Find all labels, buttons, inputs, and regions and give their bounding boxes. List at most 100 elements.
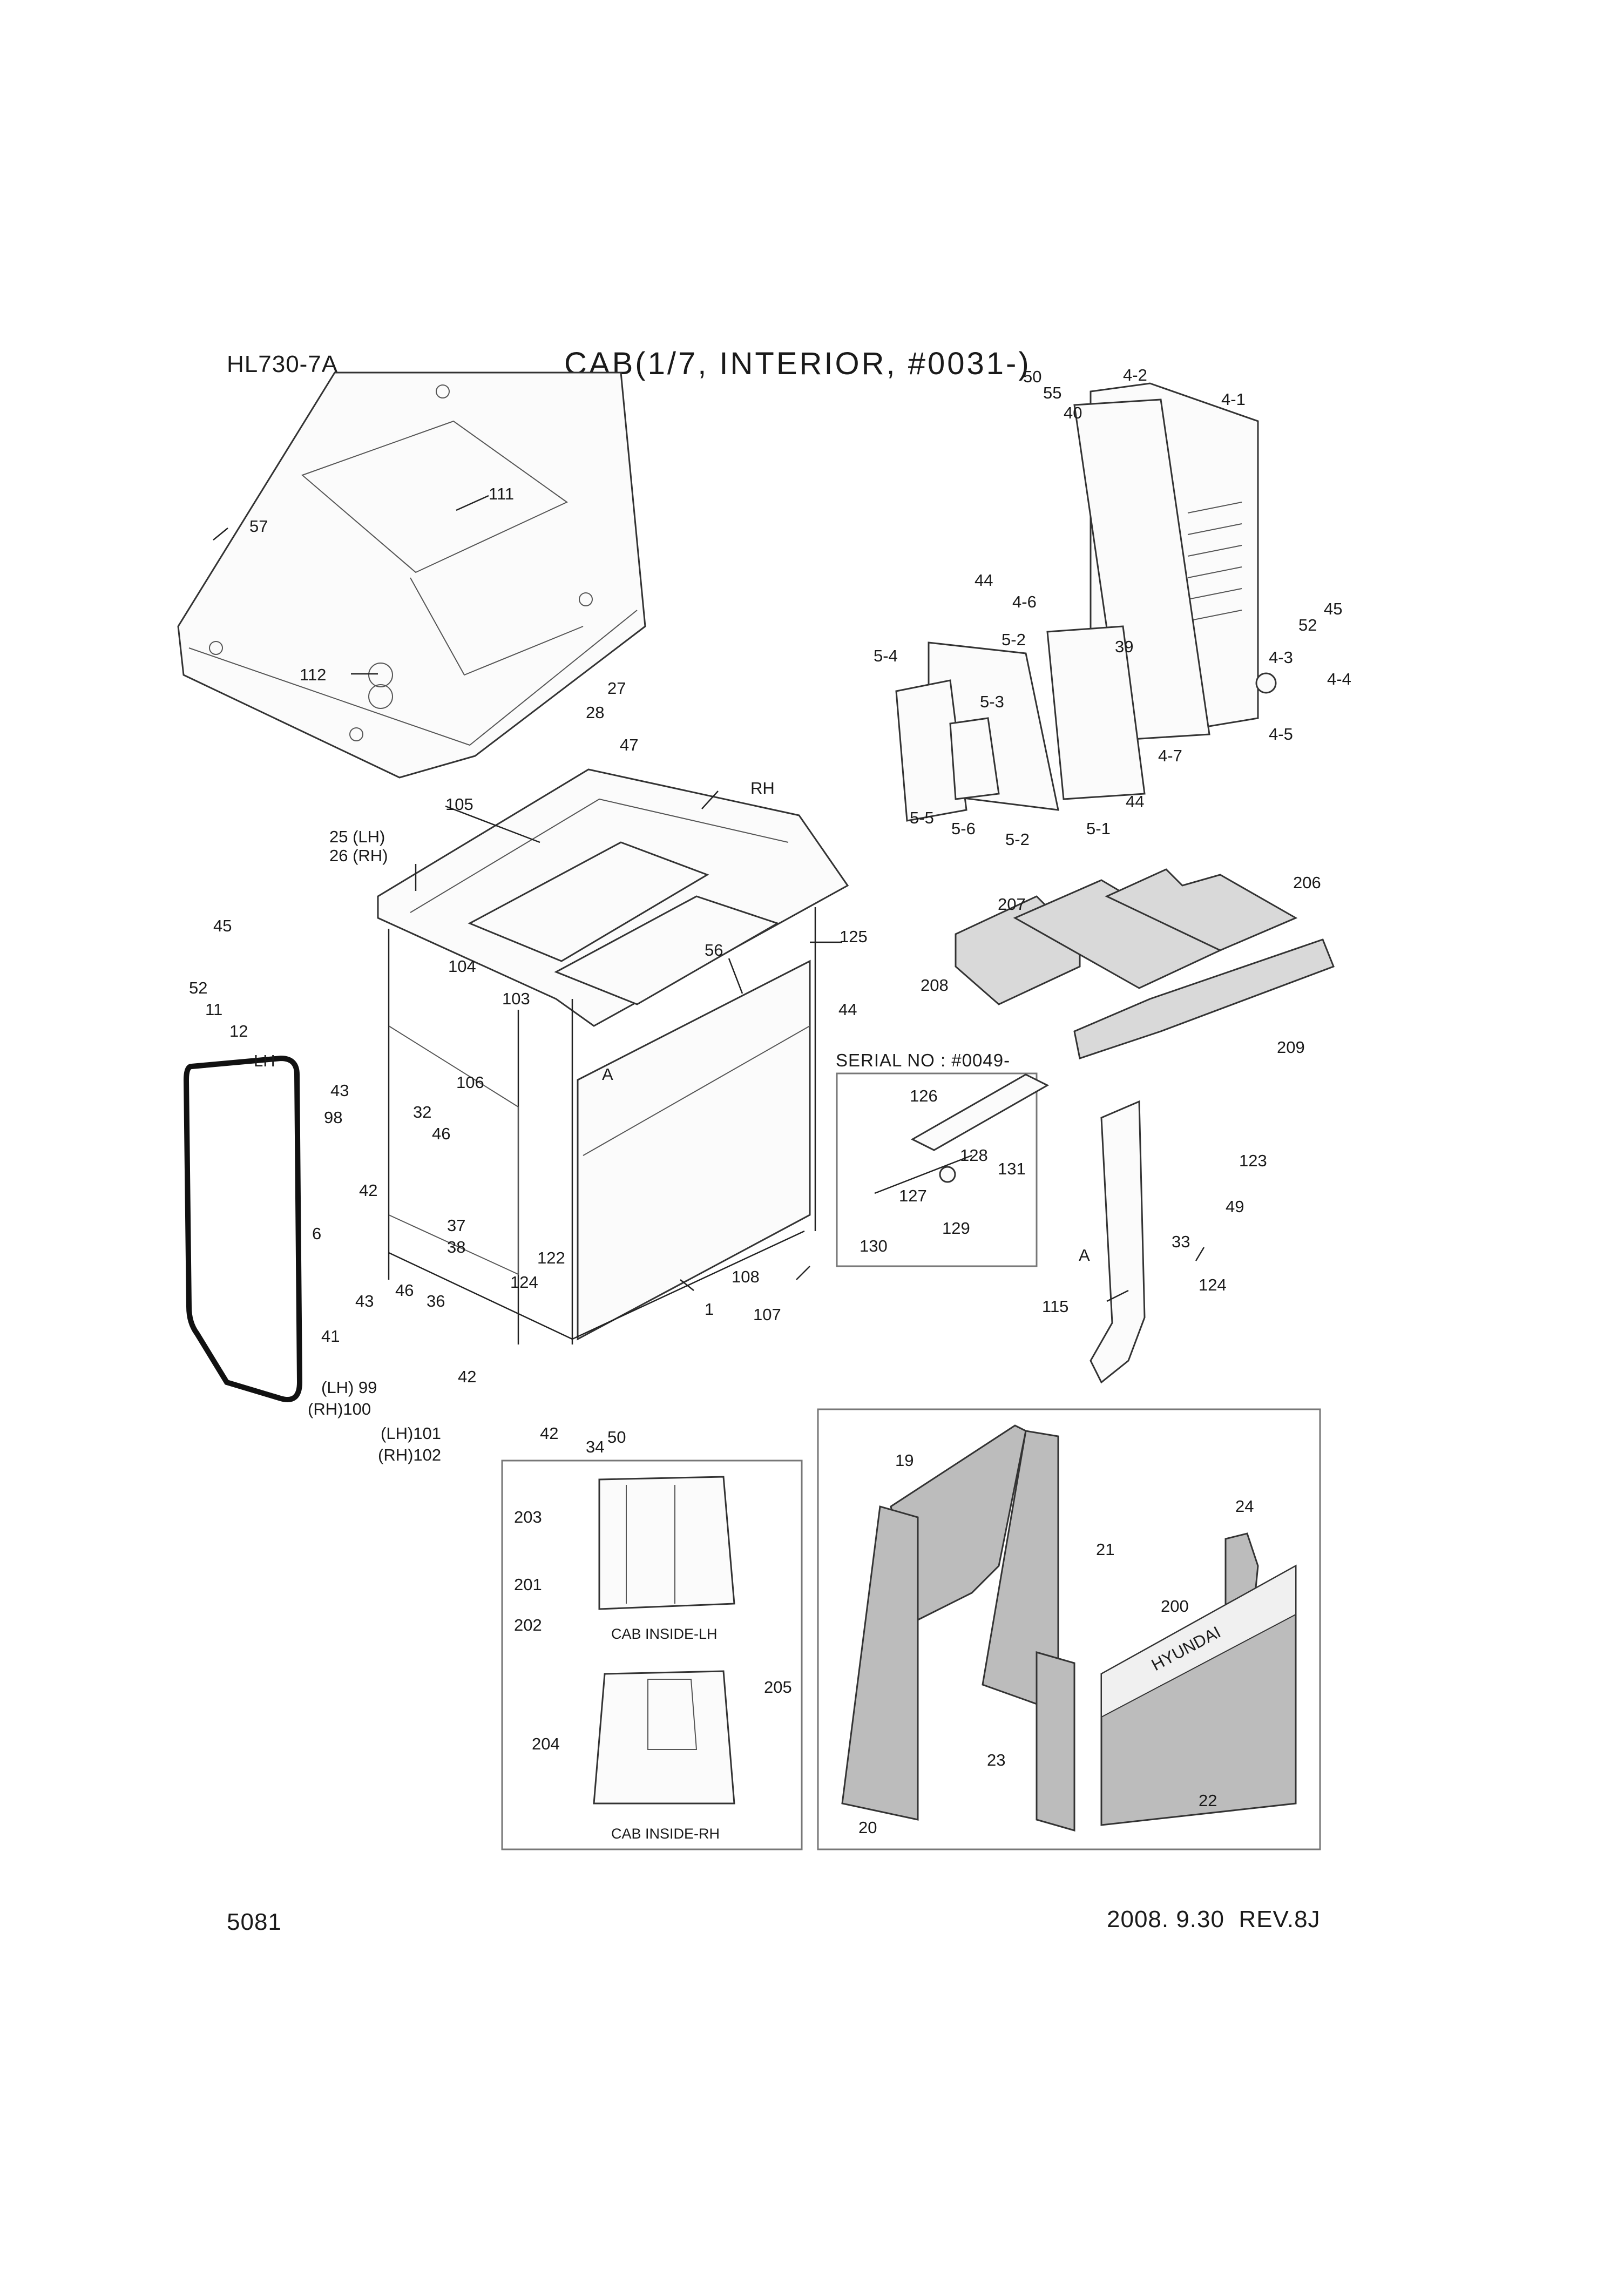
callout-99-lh: (LH) 99 [321, 1378, 377, 1397]
callout-112: 112 [300, 665, 326, 684]
callout-5-6: 5-6 [951, 819, 976, 838]
callout-206: 206 [1293, 873, 1321, 892]
callout-40: 40 [1064, 403, 1082, 422]
cab-frame-part [377, 768, 849, 1344]
callout-98: 98 [324, 1108, 342, 1127]
callout-44c: 44 [1126, 792, 1144, 811]
callout-27: 27 [607, 679, 626, 698]
serial-no-label: SERIAL NO : #0049- [836, 1050, 1010, 1070]
callout-4-3: 4-3 [1269, 648, 1293, 667]
callout-207: 207 [998, 895, 1026, 914]
callout-38: 38 [447, 1238, 465, 1256]
callout-4-1: 4-1 [1221, 390, 1246, 409]
callout-115: 115 [1042, 1297, 1068, 1316]
callout-rh-arrow: RH [750, 779, 775, 798]
callout-12: 12 [229, 1022, 248, 1040]
callout-lh-arrow: LH [254, 1051, 275, 1070]
callout-49: 49 [1226, 1197, 1244, 1216]
callout-43a: 43 [330, 1081, 349, 1100]
callout-42c: 42 [540, 1424, 558, 1443]
callout-4-7: 4-7 [1158, 746, 1182, 765]
callout-57: 57 [249, 517, 268, 536]
callout-36: 36 [427, 1292, 445, 1310]
callout-111: 111 [489, 484, 514, 503]
callout-a1: A [602, 1065, 613, 1084]
callout-50b: 50 [607, 1428, 626, 1447]
callout-44: 44 [838, 1000, 857, 1019]
page-title: CAB(1/7, INTERIOR, #0031-) [564, 346, 1031, 381]
callout-20: 20 [858, 1818, 877, 1837]
door-seal-part [183, 1055, 303, 1402]
callout-200: 200 [1161, 1597, 1189, 1616]
callout-1: 1 [705, 1300, 714, 1319]
callout-a2: A [1079, 1246, 1090, 1265]
callout-124a: 124 [510, 1273, 538, 1292]
callout-205: 205 [764, 1678, 792, 1697]
callout-52b: 52 [1298, 616, 1317, 634]
callout-209: 209 [1277, 1038, 1305, 1057]
callout-5-2a: 5-2 [1002, 630, 1026, 649]
date-revision: 2008. 9.30 REV.8J [1107, 1906, 1321, 1933]
callout-204: 204 [532, 1734, 560, 1753]
callout-22: 22 [1199, 1791, 1217, 1810]
callout-5-1: 5-1 [1086, 819, 1111, 838]
callout-47: 47 [620, 735, 638, 754]
leader-lines [213, 495, 1205, 1302]
callout-107: 107 [753, 1305, 781, 1324]
callout-201: 201 [514, 1575, 542, 1594]
callout-131: 131 [998, 1159, 1026, 1178]
callout-5-3: 5-3 [980, 692, 1004, 711]
callout-127: 127 [899, 1186, 927, 1205]
callout-4-6: 4-6 [1012, 592, 1037, 611]
callout-122: 122 [537, 1248, 565, 1267]
cab-inside-rh-caption: CAB INSIDE-RH [611, 1826, 720, 1842]
callout-28: 28 [586, 703, 604, 722]
callout-129: 129 [942, 1219, 970, 1238]
callout-5-4: 5-4 [874, 646, 898, 665]
cab-inside-lh-caption: CAB INSIDE-LH [611, 1626, 718, 1642]
callout-203: 203 [514, 1508, 542, 1526]
callout-labels: 111 57 112 27 28 47 105 25 (LH) 26 (RH) … [189, 366, 1351, 1837]
callout-21: 21 [1096, 1540, 1114, 1559]
callout-25-lh: 25 (LH) [329, 827, 385, 846]
sound-pads-box: HYUNDAI [817, 1408, 1321, 1850]
callout-103: 103 [502, 989, 530, 1008]
callout-43b: 43 [355, 1292, 374, 1310]
floor-mats-part [955, 868, 1335, 1059]
callout-34: 34 [586, 1437, 604, 1456]
callout-124b: 124 [1199, 1275, 1227, 1294]
callout-202: 202 [514, 1616, 542, 1634]
callout-46b: 46 [395, 1281, 414, 1300]
callout-130: 130 [860, 1237, 888, 1255]
pillar-bracket-part [1090, 1100, 1146, 1384]
cab-inside-box: CAB INSIDE-LH CAB INSIDE-RH [501, 1460, 803, 1850]
model-code: HL730-7A [227, 351, 339, 377]
callout-6: 6 [312, 1224, 321, 1243]
callout-33: 33 [1172, 1232, 1190, 1251]
callout-106: 106 [456, 1073, 484, 1092]
callout-108: 108 [732, 1267, 760, 1286]
callout-5-5: 5-5 [910, 808, 934, 827]
callout-46a: 46 [432, 1124, 450, 1143]
page-number: 5081 [227, 1909, 282, 1935]
callout-37: 37 [447, 1216, 465, 1235]
callout-104: 104 [448, 957, 476, 976]
callout-44b: 44 [975, 571, 993, 590]
callout-42b: 42 [458, 1367, 476, 1386]
callout-4-4: 4-4 [1327, 670, 1351, 688]
callout-42a: 42 [359, 1181, 377, 1200]
callout-105: 105 [445, 795, 473, 814]
callout-26-rh: 26 (RH) [329, 846, 388, 865]
callout-102-rh: (RH)102 [378, 1445, 441, 1464]
callout-100-rh: (RH)100 [308, 1400, 371, 1418]
callout-5-2b: 5-2 [1005, 830, 1030, 849]
callout-55: 55 [1043, 383, 1061, 402]
callout-19: 19 [895, 1451, 914, 1470]
callout-128: 128 [960, 1146, 988, 1165]
callout-101-lh: (LH)101 [381, 1424, 441, 1443]
callout-4-2: 4-2 [1123, 366, 1147, 384]
callout-125: 125 [840, 927, 868, 946]
callout-39: 39 [1115, 637, 1133, 656]
callout-11: 11 [205, 1000, 222, 1019]
